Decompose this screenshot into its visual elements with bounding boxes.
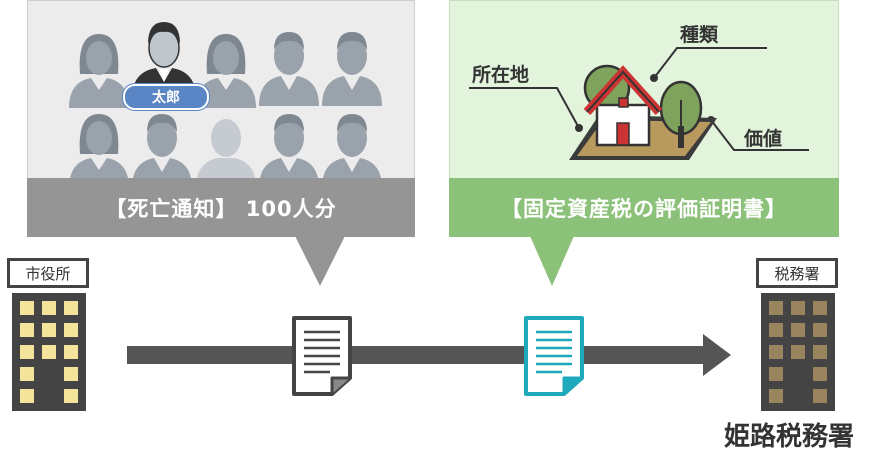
person-icon	[322, 32, 382, 106]
callout-pointer	[295, 236, 345, 286]
person-icon	[259, 32, 319, 106]
death-notice-caption: 【死亡通知】 100人分	[27, 178, 415, 237]
value-label: 価値	[744, 128, 783, 150]
callout-pointer	[530, 236, 574, 286]
tax-certificate-caption: 【固定資産税の評価証明書】	[449, 178, 839, 237]
person-icon	[322, 114, 382, 180]
tax-office-sign: 税務署	[756, 258, 838, 288]
tax-office-name: 姫路税務署	[724, 422, 855, 452]
person-icon	[69, 114, 129, 180]
person-icon	[69, 34, 129, 108]
person-icon	[196, 119, 256, 180]
flow-arrow	[127, 334, 731, 376]
kind-label: 種類	[680, 24, 719, 46]
death-notice-document-icon	[292, 316, 352, 396]
city-hall-sign-text: 市役所	[25, 264, 71, 283]
location-label: 所在地	[472, 64, 530, 86]
taro-name-tag: 太郎	[123, 84, 209, 110]
city-hall-building	[12, 293, 86, 411]
city-hall-sign: 市役所	[7, 258, 89, 288]
tax-office-sign-text: 税務署	[774, 264, 820, 283]
person-icon	[132, 114, 192, 180]
person-icon	[259, 114, 319, 180]
tax-office-building	[761, 293, 835, 411]
people-grid	[69, 22, 382, 180]
tax-certificate-document-icon	[524, 316, 584, 396]
property-illustration	[469, 47, 809, 160]
